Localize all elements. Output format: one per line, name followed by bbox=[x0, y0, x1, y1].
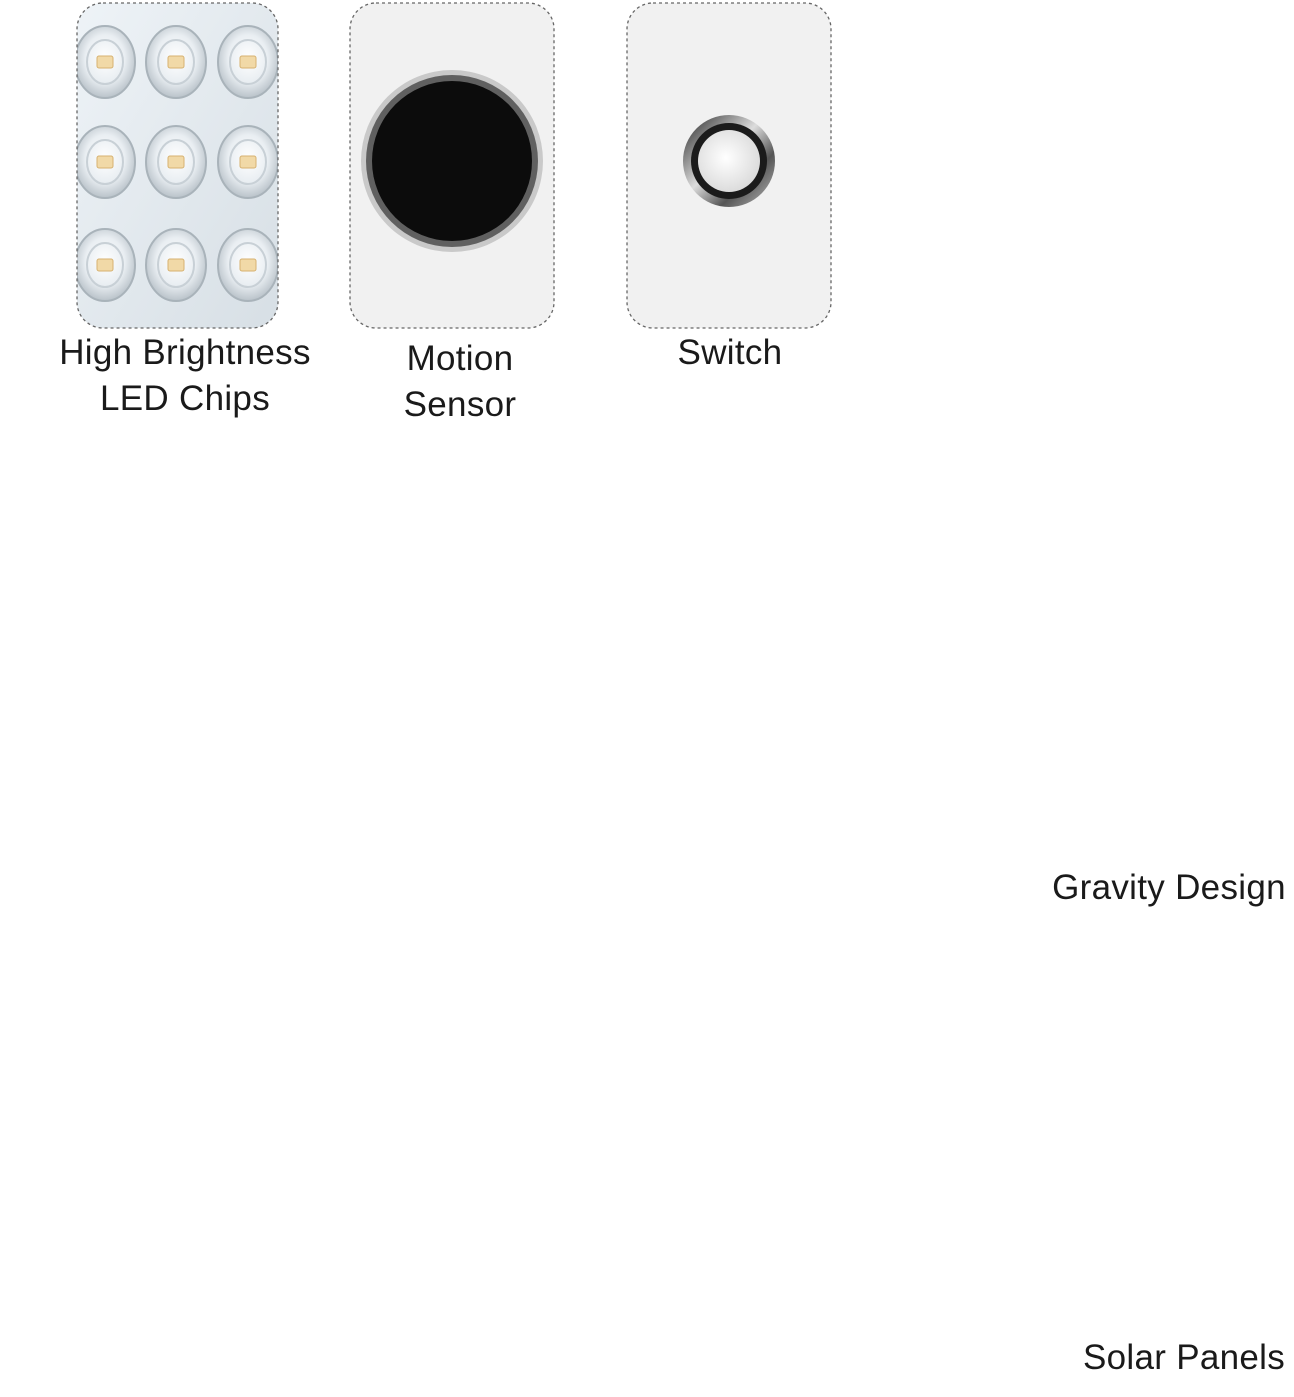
led-chip-icon bbox=[145, 25, 207, 99]
motion-sensor-label: Motion Sensor bbox=[360, 336, 560, 428]
led-chip-icon bbox=[217, 228, 278, 302]
led-chips-label-line1: High Brightness bbox=[59, 333, 311, 372]
led-chip-icon bbox=[217, 25, 278, 99]
led-chip-icon bbox=[217, 125, 278, 199]
switch-label: Switch bbox=[677, 333, 783, 372]
led-chip-icon bbox=[145, 125, 207, 199]
gravity-design-label: Gravity Design bbox=[1052, 868, 1286, 907]
led-chips-zoom-box bbox=[76, 2, 279, 329]
switch-button-icon bbox=[683, 115, 775, 207]
led-chip-icon bbox=[77, 228, 136, 302]
switch-zoom-box bbox=[626, 2, 832, 329]
led-chip-icon bbox=[77, 25, 136, 99]
led-chip-icon bbox=[77, 125, 136, 199]
motion-sensor-label-line1: Motion bbox=[406, 339, 514, 378]
led-chips-label-line2: LED Chips bbox=[100, 379, 270, 418]
led-chip-icon bbox=[145, 228, 207, 302]
solar-panels-label: Solar Panels bbox=[1082, 1338, 1286, 1377]
led-chips-label: High Brightness LED Chips bbox=[40, 330, 330, 422]
motion-sensor-zoom-box bbox=[349, 2, 555, 329]
motion-sensor-label-line2: Sensor bbox=[403, 385, 517, 424]
